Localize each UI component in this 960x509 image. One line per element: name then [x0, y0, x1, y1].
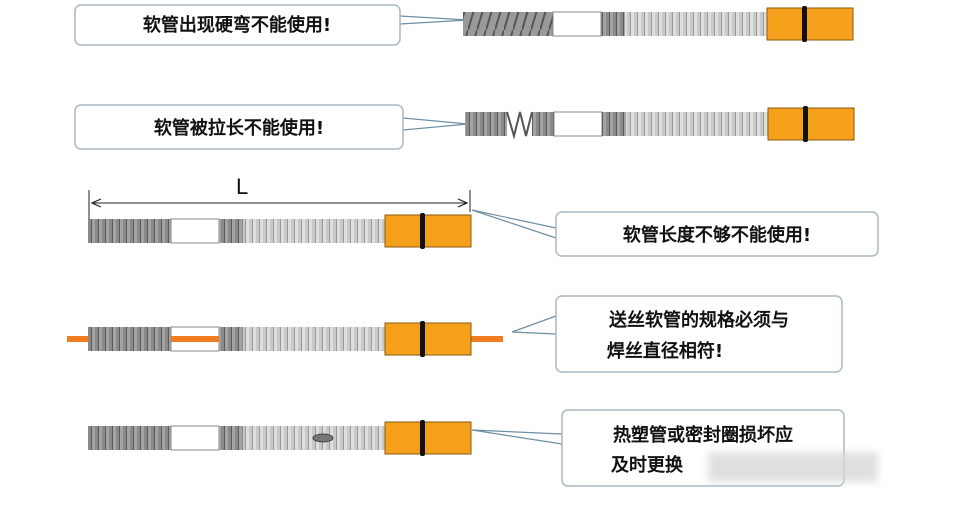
connector [384, 421, 472, 455]
connector-band [420, 321, 425, 357]
hose-dark-section [219, 426, 243, 450]
connector-band [802, 6, 807, 42]
callout-text: 软管出现硬弯不能使用! [143, 14, 331, 36]
hose-assembly-bent [463, 6, 854, 42]
row-stretched: 软管被拉长不能使用! [74, 104, 855, 150]
row-too-short: L 软管长度不够不能使用! [88, 174, 879, 257]
connector-band [420, 420, 425, 456]
row-bent: 软管出现硬弯不能使用! [74, 4, 854, 46]
bent-coil [463, 12, 553, 36]
watermark-blur [708, 452, 878, 482]
hose-assembly-stretched [465, 106, 855, 142]
hose-white-sleeve [553, 111, 603, 137]
hose-dark-section [88, 426, 171, 450]
hose-assembly-seal [88, 420, 472, 456]
callout-text-line-2: 及时更换 [611, 454, 684, 476]
callout-seal-damage: 热塑管或密封圈损坏应 及时更换 [471, 409, 878, 487]
connector [384, 214, 472, 248]
hose-dark-section [88, 327, 171, 351]
hose-light-section [625, 12, 767, 36]
dimension-line: L [88, 174, 471, 232]
hose-light-section [626, 112, 768, 136]
hose-assembly-wire [67, 321, 503, 357]
hose-white-sleeve [170, 425, 220, 451]
damaged-seal [312, 433, 334, 443]
hose-dark-section [532, 112, 554, 136]
callout-text-line-1: 送丝软管的规格必须与 [608, 309, 789, 331]
hose-dark-section [219, 219, 243, 243]
callout-bent: 软管出现硬弯不能使用! [74, 4, 469, 46]
dimension-label: L [236, 174, 248, 199]
callout-stretched: 软管被拉长不能使用! [74, 104, 469, 150]
row-seal-damage: 热塑管或密封圈损坏应 及时更换 [88, 409, 878, 487]
callout-text-line-2: 焊丝直径相符! [607, 340, 723, 362]
connector [767, 107, 855, 141]
hose-dark-section [219, 327, 243, 351]
callout-text: 软管被拉长不能使用! [154, 117, 324, 139]
stretched-coil [506, 111, 533, 140]
hose-assembly-short [88, 213, 472, 249]
callout-text-line-1: 热塑管或密封圈损坏应 [613, 424, 793, 446]
hose-dark-section [601, 12, 625, 36]
row-wire-spec: 送丝软管的规格必须与 焊丝直径相符! [67, 295, 843, 373]
hose-light-section [243, 327, 385, 351]
connector-band [803, 106, 808, 142]
connector-band [420, 213, 425, 249]
callout-text: 软管长度不够不能使用! [623, 224, 811, 246]
welding-wire [171, 336, 219, 342]
hose-white-sleeve [170, 218, 220, 244]
connector [384, 322, 472, 356]
hose-light-section [243, 219, 385, 243]
callout-too-short: 软管长度不够不能使用! [471, 209, 879, 257]
callout-wire-spec: 送丝软管的规格必须与 焊丝直径相符! [511, 295, 843, 373]
hose-dark-section [602, 112, 626, 136]
connector [766, 7, 854, 41]
hose-dark-section [465, 112, 507, 136]
hose-white-sleeve [552, 11, 602, 37]
hose-dark-section [88, 219, 171, 243]
